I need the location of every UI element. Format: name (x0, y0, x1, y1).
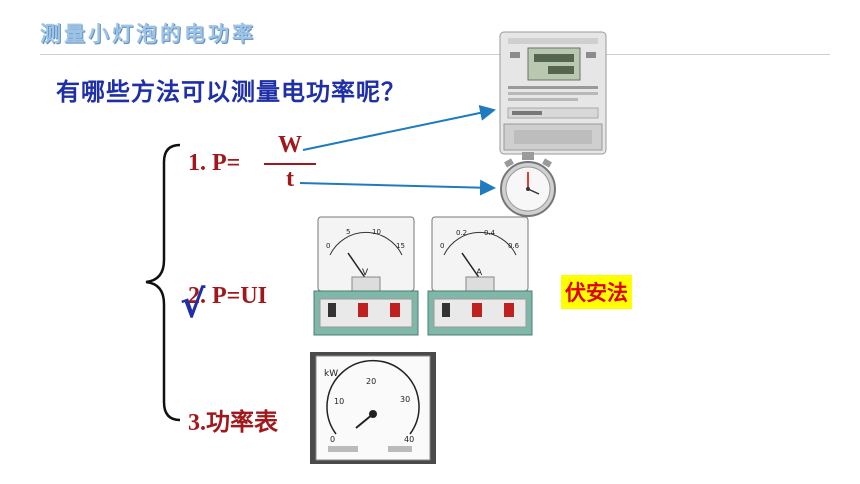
ammeter-tick-0: 0 (440, 242, 444, 250)
ammeter-icon: 0 0.2 0.4 0.6 A (427, 216, 533, 336)
voltmeter-tick-3: 15 (396, 242, 405, 250)
ammeter-tick-2: 0.4 (484, 229, 496, 237)
method-3-label: 3.功率表 (188, 410, 278, 436)
voltammetry-tag: 伏安法 (561, 275, 632, 309)
check-mark-icon: √ (180, 282, 206, 326)
ammeter-symbol: A (476, 268, 483, 278)
method-2-label: 2. P=UI (188, 283, 268, 309)
title-divider (40, 54, 830, 55)
wattmeter-tick-3: 30 (400, 395, 410, 404)
slide-title: 测量小灯泡的电功率 (40, 22, 256, 46)
stopwatch-icon (500, 152, 556, 217)
curly-brace (145, 143, 181, 422)
wattmeter-unit: kW (324, 369, 338, 379)
wattmeter-tick-1: 10 (334, 397, 344, 406)
method-1-label: 1. P= (188, 150, 241, 176)
voltmeter-tick-2: 10 (372, 228, 381, 236)
ammeter-tick-1: 0.2 (456, 229, 467, 237)
voltmeter-icon: 0 5 10 15 V (313, 216, 419, 336)
voltmeter-tick-0: 0 (326, 242, 330, 250)
wattmeter-tick-2: 20 (366, 377, 376, 386)
arrow-to-stopwatch (299, 179, 496, 196)
energy-meter-icon (499, 31, 607, 155)
wattmeter-icon: kW 0 10 20 30 40 (310, 352, 436, 464)
question-text: 有哪些方法可以测量电功率呢？ (56, 77, 406, 106)
method-1-denominator: t (286, 166, 294, 192)
wattmeter-tick-4: 40 (404, 435, 414, 444)
fraction-bar (264, 163, 316, 165)
voltmeter-symbol: V (362, 268, 369, 278)
arrow-to-energy-meter (302, 105, 496, 151)
method-1-numerator: W (278, 132, 302, 158)
ammeter-tick-3: 0.6 (508, 242, 520, 250)
wattmeter-tick-0: 0 (330, 435, 335, 444)
voltmeter-tick-1: 5 (346, 228, 350, 236)
